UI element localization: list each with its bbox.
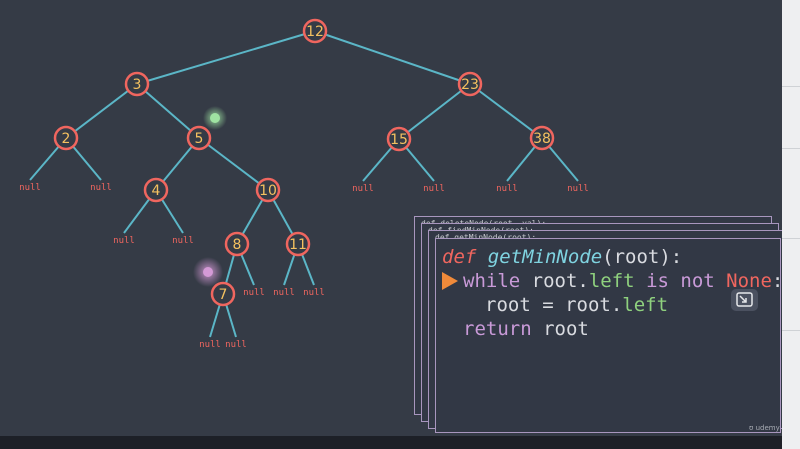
code-card-front: def getMinNode(root): while root.left is… — [435, 238, 783, 433]
tree-node-value: 4 — [152, 183, 161, 199]
code-line-4: return root — [463, 317, 589, 341]
code-card-back-3-text: def getMinNode(root): — [435, 233, 536, 242]
null-leaf-label: null — [352, 184, 374, 194]
keyword-while: while — [463, 270, 521, 292]
keyword-def: def — [442, 246, 477, 268]
function-name: getMinNode — [487, 246, 603, 268]
tree-node-circle — [143, 177, 169, 203]
tree-node-3: 3 — [124, 71, 150, 97]
divider — [782, 86, 800, 87]
code-text: root = root. — [485, 294, 623, 316]
tree-edge — [136, 30, 316, 85]
code-text — [635, 270, 646, 292]
attribute-left: left — [622, 294, 669, 316]
current-line-pointer-icon — [442, 272, 458, 290]
code-line-2: while root.left is not None: — [463, 269, 783, 293]
null-leaf-label: null — [496, 184, 518, 194]
tree-node-8: 8 — [224, 231, 250, 257]
tree-node-23: 23 — [457, 71, 483, 97]
watermark-text: udemy — [755, 424, 780, 432]
tree-node-circle — [457, 71, 483, 97]
code-line-1: def getMinNode(root): — [442, 245, 682, 269]
tree-node-value: 8 — [233, 237, 242, 253]
tree-node-10: 10 — [255, 177, 281, 203]
picture-in-picture-button[interactable] — [731, 289, 758, 311]
tree-node-circle — [124, 71, 150, 97]
keyword-none: None — [726, 270, 772, 292]
null-leaf-label: null — [273, 288, 295, 298]
null-leaf-label: null — [199, 340, 221, 350]
null-leaf-label: null — [19, 183, 41, 193]
tree-node-value: 38 — [533, 131, 551, 147]
tree-edge — [198, 137, 269, 191]
tree-node-7: 7 — [210, 281, 236, 307]
code-text: root. — [520, 270, 589, 292]
null-leaf-label: null — [303, 288, 325, 298]
tree-node-5: 5 — [186, 125, 212, 151]
tree-node-value: 3 — [133, 77, 142, 93]
tree-node-circle — [53, 125, 79, 151]
tree-node-circle — [529, 125, 555, 151]
null-leaf-label: null — [172, 236, 194, 246]
pink-cursor-dot — [203, 267, 213, 277]
tree-edge — [136, 83, 200, 139]
tree-node-circle — [302, 18, 328, 44]
code-text: root — [531, 318, 589, 340]
tree-node-value: 7 — [219, 287, 228, 303]
code-text: : — [771, 270, 784, 292]
divider — [782, 148, 800, 149]
tree-node-circle — [224, 231, 250, 257]
tree-node-circle — [255, 177, 281, 203]
tree-node-value: 5 — [195, 131, 204, 147]
tree-edge — [65, 83, 138, 139]
tree-edge — [398, 83, 471, 140]
code-line-3: root = root.left — [485, 293, 668, 317]
null-leaf-label: null — [113, 236, 135, 246]
null-leaf-label: null — [567, 184, 589, 194]
player-bottom-bar — [0, 436, 782, 449]
tree-node-circle — [186, 125, 212, 151]
tree-node-value: 12 — [306, 24, 324, 40]
tree-node-value: 15 — [390, 132, 408, 148]
green-cursor-dot — [210, 113, 220, 123]
tree-node-circle — [210, 281, 236, 307]
udemy-logo-icon: ʊ — [749, 424, 754, 432]
tree-node-value: 2 — [62, 131, 71, 147]
tree-edge — [469, 83, 543, 139]
picture-in-picture-icon — [736, 292, 753, 307]
null-leaf-label: null — [90, 183, 112, 193]
tree-node-value: 23 — [461, 77, 479, 93]
divider — [782, 238, 800, 239]
divider — [782, 330, 800, 331]
tree-edge — [314, 30, 471, 85]
side-panel-edge — [782, 0, 800, 449]
code-text — [715, 270, 726, 292]
tree-node-value: 10 — [259, 183, 277, 199]
tree-node-12: 12 — [302, 18, 328, 44]
tree-node-38: 38 — [529, 125, 555, 151]
attribute-left: left — [588, 270, 635, 292]
tree-node-2: 2 — [53, 125, 79, 151]
keyword-return: return — [463, 318, 532, 340]
tree-node-value: 11 — [289, 237, 307, 253]
tree-node-circle — [285, 231, 311, 257]
tree-node-4: 4 — [143, 177, 169, 203]
keyword-is-not: is not — [646, 270, 715, 292]
tree-node-15: 15 — [386, 126, 412, 152]
null-leaf-label: null — [243, 288, 265, 298]
udemy-watermark: ʊ udemy — [749, 424, 780, 432]
tree-node-circle — [386, 126, 412, 152]
function-args: (root): — [602, 246, 683, 268]
tree-node-11: 11 — [285, 231, 311, 257]
null-leaf-label: null — [225, 340, 247, 350]
null-leaf-label: null — [423, 184, 445, 194]
